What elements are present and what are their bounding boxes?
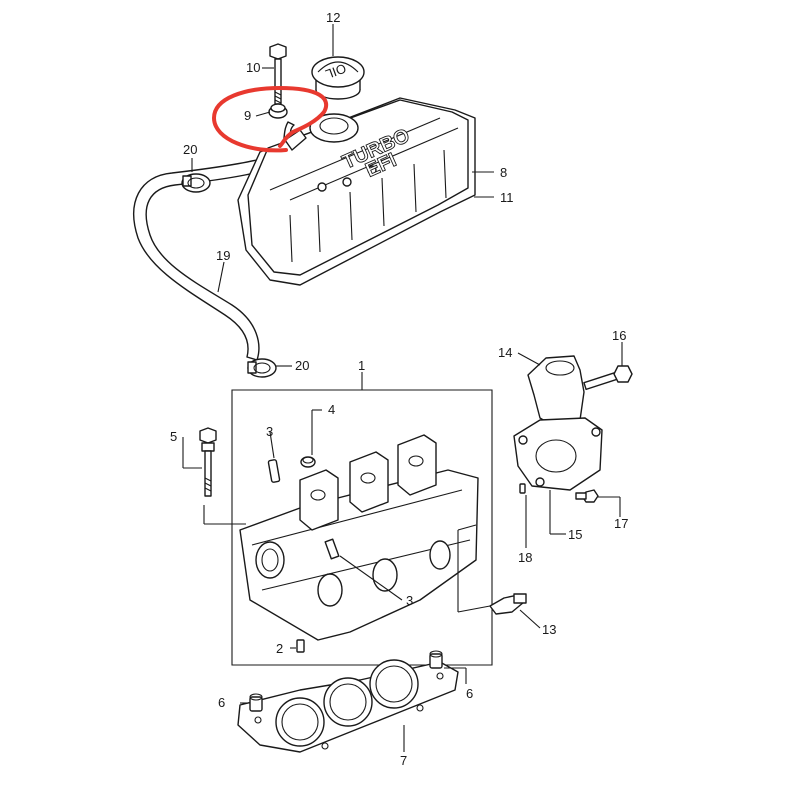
- cap-oil-text: OIL: [323, 61, 348, 82]
- water-outlet-14: [527, 355, 585, 431]
- callout-12: 12: [326, 10, 340, 25]
- callout-7: 7: [400, 753, 407, 768]
- bolt-16: [583, 365, 633, 391]
- breather-hose-19: [133, 121, 295, 361]
- callout-2: 2: [276, 641, 283, 656]
- plug-4: [300, 456, 316, 468]
- callout-20-top: 20: [183, 142, 197, 157]
- callout-16: 16: [612, 328, 626, 343]
- callout-4: 4: [328, 402, 335, 417]
- seal-9: [268, 103, 288, 119]
- head-gasket-7: [237, 659, 459, 753]
- pin-18: [519, 483, 526, 494]
- thermostat-case-15: [513, 417, 603, 491]
- callout-6-left: 6: [218, 695, 225, 710]
- callout-3-top: 3: [266, 424, 273, 439]
- callout-13: 13: [542, 622, 556, 637]
- callout-labels: 12 10 9 8 11 20 19 20 1 4 3 5 3 2 6 6 7 …: [170, 10, 628, 768]
- dowel-6-right: [429, 650, 443, 669]
- callout-6-right: 6: [466, 686, 473, 701]
- callout-14: 14: [498, 345, 512, 360]
- bolt-10: [269, 43, 287, 105]
- callout-18: 18: [518, 550, 532, 565]
- callout-10: 10: [246, 60, 260, 75]
- callout-15: 15: [568, 527, 582, 542]
- callout-17: 17: [614, 516, 628, 531]
- cylinder-head-cover-8: TURBO EFI: [247, 99, 469, 276]
- dowel-6-left: [249, 693, 263, 712]
- red-highlight-circle: [212, 86, 329, 153]
- assembly-box-1: [231, 389, 493, 666]
- callout-5: 5: [170, 429, 177, 444]
- sensor-13: [489, 593, 527, 615]
- cylinder-head: [239, 434, 479, 641]
- leader-lines: [182, 24, 623, 752]
- oil-filler-cap-12: OIL: [311, 56, 365, 100]
- callout-19: 19: [216, 248, 230, 263]
- guide-pin-3: [267, 459, 281, 483]
- bolt-5: [199, 427, 217, 497]
- callout-11: 11: [500, 190, 514, 205]
- pin-2: [296, 639, 305, 653]
- callout-8: 8: [500, 165, 507, 180]
- callout-1: 1: [358, 358, 365, 373]
- hose-clamp-20-top: [181, 173, 211, 193]
- callout-3-bottom: 3: [406, 593, 413, 608]
- callout-20-bottom: 20: [295, 358, 309, 373]
- hose-clamp-20-bottom: [247, 358, 277, 378]
- callout-9: 9: [244, 108, 251, 123]
- bolt-17: [575, 489, 599, 503]
